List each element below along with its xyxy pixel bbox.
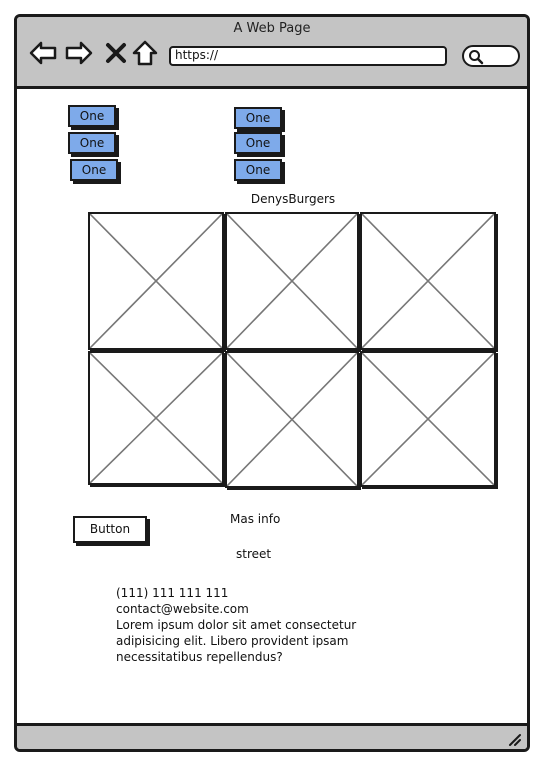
contact-email: contact@website.com [116, 602, 249, 616]
left-one-button-1[interactable]: One [68, 105, 116, 127]
image-placeholder [360, 212, 496, 350]
right-one-button-1[interactable]: One [234, 107, 282, 129]
title-bar: A Web Page https:// [17, 17, 527, 89]
left-one-button-2[interactable]: One [68, 132, 116, 154]
right-one-button-2[interactable]: One [234, 132, 282, 154]
image-gallery [88, 212, 496, 488]
search-box[interactable] [462, 45, 520, 67]
contact-block: (111) 111 111 111 contact@website.com Lo… [116, 585, 376, 665]
left-one-button-3[interactable]: One [70, 159, 118, 181]
forward-arrow-icon[interactable] [65, 39, 93, 67]
street-text: street [236, 547, 272, 561]
contact-description: Lorem ipsum dolor sit amet consectetur a… [116, 618, 357, 664]
status-bar [17, 723, 527, 749]
right-one-button-3[interactable]: One [234, 159, 282, 181]
main-button[interactable]: Button [73, 516, 147, 543]
contact-phone: (111) 111 111 111 [116, 586, 229, 600]
image-placeholder [225, 351, 359, 488]
image-placeholder [88, 212, 224, 350]
image-placeholder [225, 212, 359, 350]
window-title: A Web Page [233, 21, 311, 36]
resize-handle-icon[interactable] [507, 732, 521, 746]
url-input[interactable]: https:// [169, 46, 447, 66]
home-icon[interactable] [131, 39, 159, 67]
search-icon [469, 50, 484, 65]
back-arrow-icon[interactable] [29, 39, 57, 67]
mas-info-link[interactable]: Mas info [230, 512, 281, 526]
brand-title: DenysBurgers [250, 192, 336, 206]
image-placeholder [360, 351, 496, 487]
image-placeholder [88, 351, 224, 485]
close-icon[interactable] [105, 39, 127, 67]
